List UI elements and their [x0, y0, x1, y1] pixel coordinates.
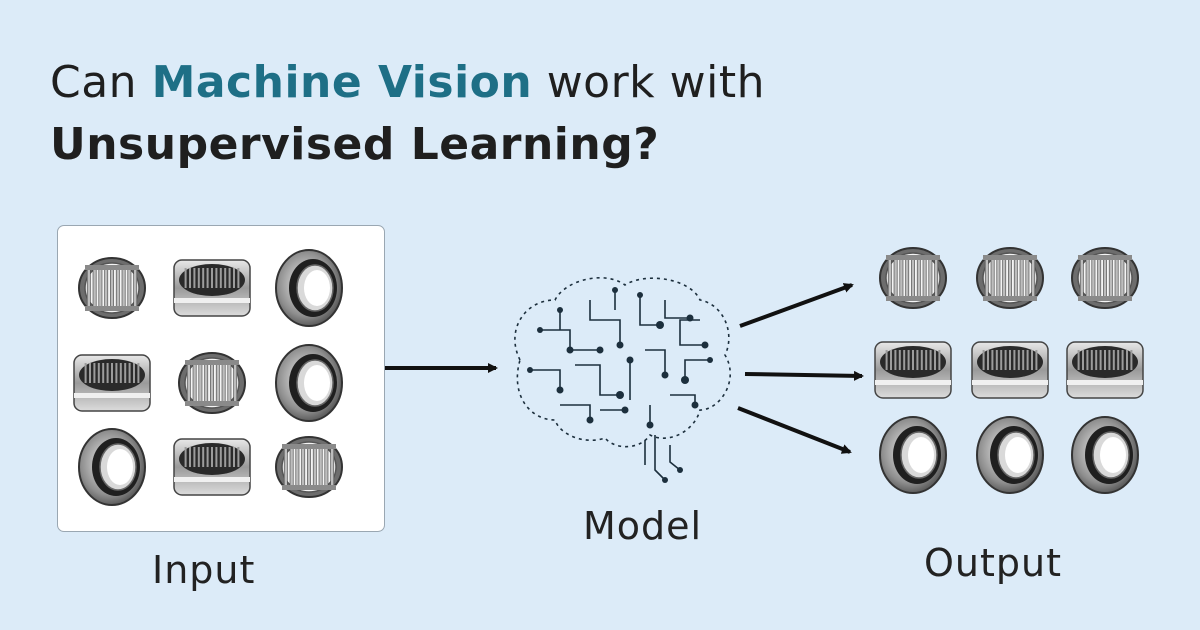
bearing-side-icon [173, 259, 251, 317]
bearing-side-icon [971, 341, 1049, 399]
output-items-group [874, 247, 1144, 494]
input-items-group [73, 249, 343, 506]
model-to-output-arrow-2 [744, 370, 864, 381]
needle-cage-icon [178, 352, 246, 414]
bearing-ring-icon [1071, 416, 1139, 494]
needle-cage-icon [275, 436, 343, 498]
input-label: Input [152, 548, 256, 592]
page-title: Can Machine Vision work with Unsupervise… [50, 52, 765, 176]
output-label: Output [924, 541, 1062, 585]
brain-nodes [527, 287, 713, 483]
bearing-side-icon [874, 341, 952, 399]
bearing-ring-icon [976, 416, 1044, 494]
model-to-output-arrow-1 [739, 283, 854, 328]
bearing-side-icon [173, 438, 251, 496]
bearing-ring-icon [879, 416, 947, 494]
title-text: Can [50, 57, 152, 108]
needle-cage-icon [879, 247, 947, 309]
brain-circuit-icon [514, 277, 731, 481]
title-highlight: Machine Vision [151, 57, 533, 108]
model-to-output-arrow-3 [737, 406, 852, 454]
bearing-ring-icon [275, 344, 343, 422]
title-line-2: Unsupervised Learning? [50, 119, 660, 170]
title-text: work with [532, 57, 766, 108]
bearing-ring-icon [78, 428, 146, 506]
model-label: Model [583, 504, 703, 548]
needle-cage-icon [1071, 247, 1139, 309]
bearing-side-icon [1066, 341, 1144, 399]
needle-cage-icon [976, 247, 1044, 309]
title-line-1: Can Machine Vision work with [50, 52, 765, 114]
needle-cage-icon [78, 257, 146, 319]
bearing-ring-icon [275, 249, 343, 327]
bearing-side-icon [73, 354, 151, 412]
